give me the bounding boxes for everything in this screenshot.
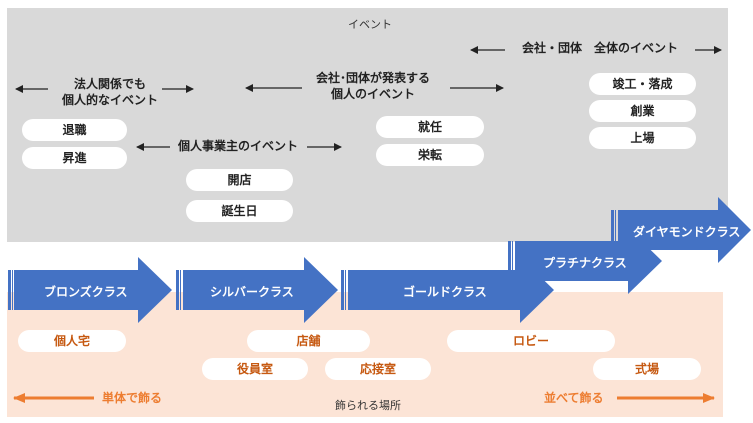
class-label-bronze: ブロンズクラス xyxy=(44,285,128,299)
personal-group-line-2: 個人的なイベント xyxy=(61,93,158,107)
sole-proprietor-group-label: 個人事業主のイベント xyxy=(177,139,298,153)
event-pill-completion: 竣工・落成 xyxy=(589,73,696,95)
class-label-diamond: ダイヤモンドクラス xyxy=(633,225,741,239)
single-display-label: 単体で飾る xyxy=(102,391,163,405)
class-label-silver: シルバークラス xyxy=(210,285,294,299)
company-personal-group-label: 会社･団体が発表する 個人のイベント xyxy=(298,70,448,102)
event-pill-retirement: 退職 xyxy=(22,119,127,141)
personal-group-label: 法人関係でも 個人的なイベント xyxy=(40,76,180,108)
class-label-gold: ゴールドクラス xyxy=(403,285,487,299)
multiple-display-label: 並べて飾る xyxy=(544,391,604,405)
personal-group-line-1: 法人関係でも xyxy=(73,77,146,91)
company-personal-group-line-1: 会社･団体が発表する xyxy=(315,71,430,85)
event-pill-promotion: 昇進 xyxy=(22,147,127,169)
event-pill-listing: 上場 xyxy=(589,127,696,149)
event-pill-appointment: 就任 xyxy=(376,116,484,138)
company-personal-group-line-2: 個人のイベント xyxy=(330,87,415,101)
place-pill-home: 個人宅 xyxy=(18,330,126,352)
place-pill-officer-room: 役員室 xyxy=(202,358,308,380)
event-pill-birthday: 誕生日 xyxy=(186,200,293,222)
company-group-label: 会社・団体 全体のイベント xyxy=(521,41,678,55)
place-pill-store: 店舗 xyxy=(247,330,370,352)
event-pill-promotion-transfer: 栄転 xyxy=(376,144,484,166)
event-pill-store-opening: 開店 xyxy=(186,169,293,191)
places-title: 飾られる場所 xyxy=(335,399,401,412)
event-pill-founding: 創業 xyxy=(589,100,696,122)
place-pill-reception: 応接室 xyxy=(325,358,431,380)
place-pill-venue: 式場 xyxy=(593,358,701,380)
event-panel xyxy=(7,8,728,242)
place-pill-lobby: ロビー xyxy=(447,330,615,352)
events-title: イベント xyxy=(348,18,392,31)
class-label-platinum: プラチナクラス xyxy=(543,256,627,270)
